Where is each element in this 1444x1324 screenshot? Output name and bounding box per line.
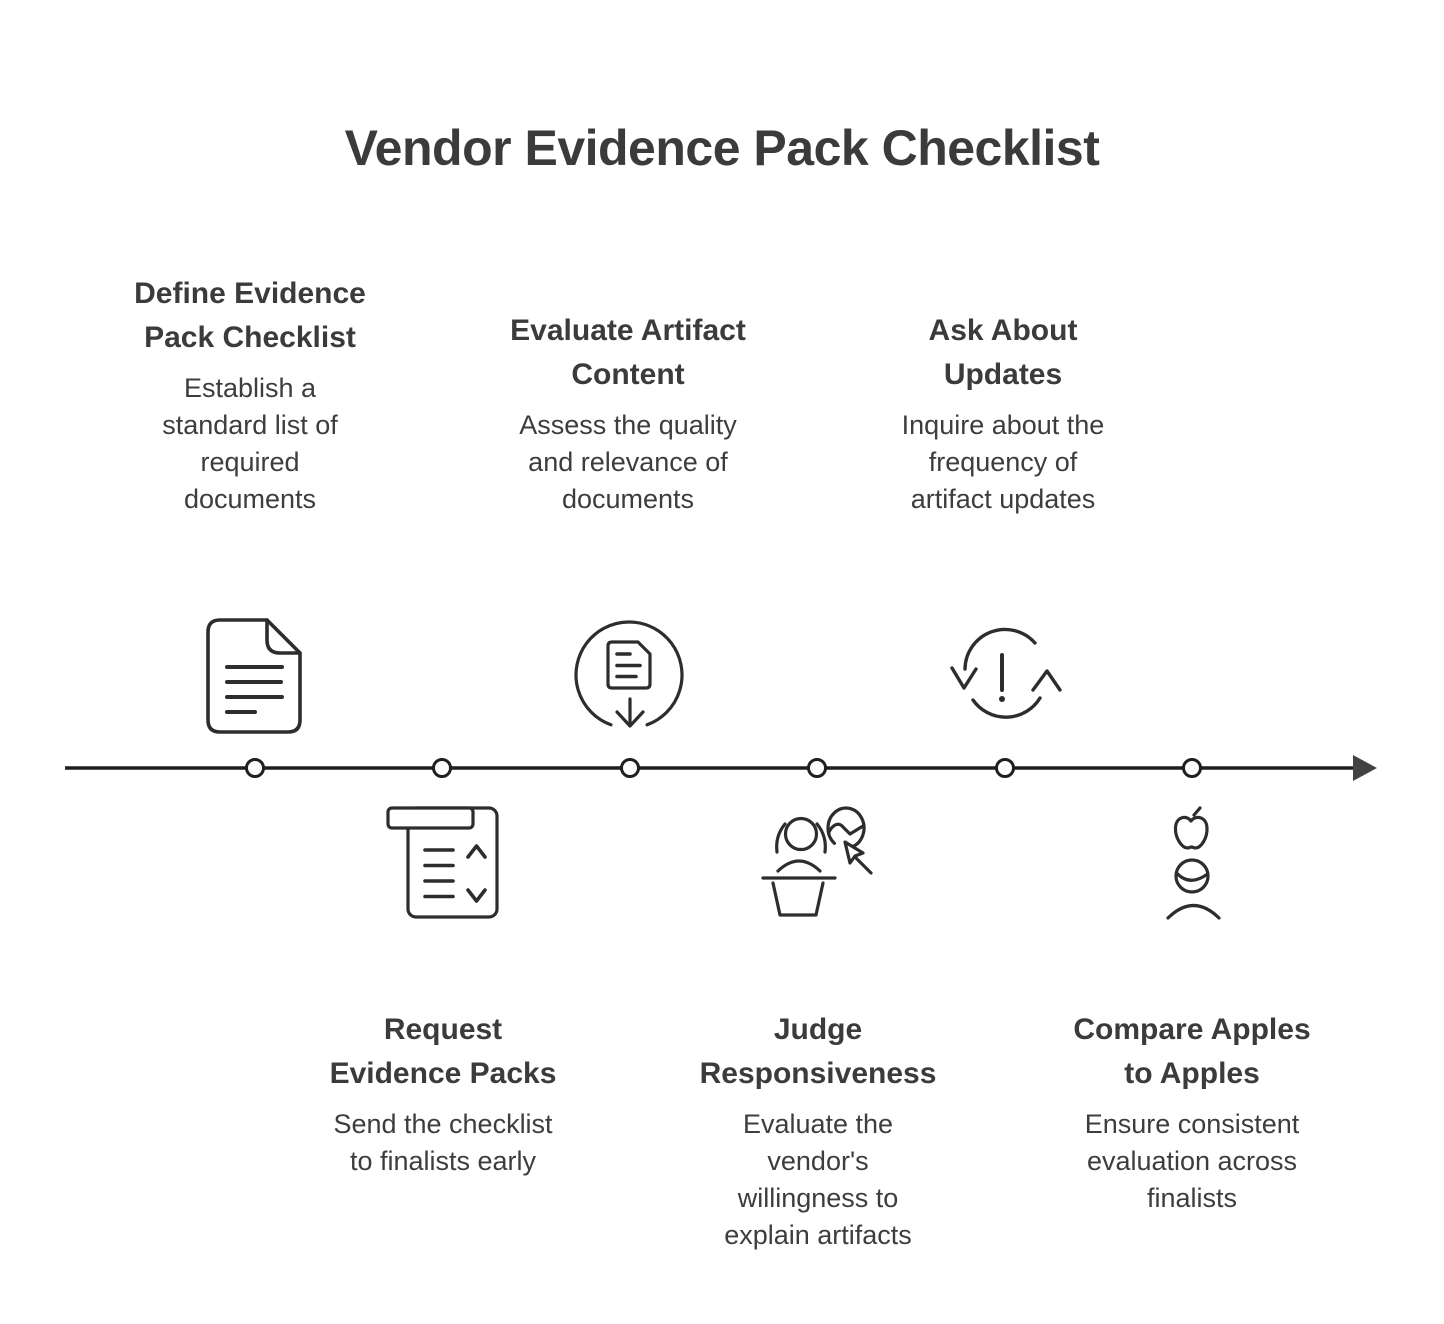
step-3-title: Evaluate Artifact Content [510, 314, 746, 391]
presenter-cursor-icon [761, 806, 873, 917]
step-6: Compare Apples to Apples Ensure consiste… [1027, 1008, 1357, 1217]
step-2-description: Send the checklist to finalists early [333, 1109, 553, 1176]
step-3-description: Assess the quality and relevance of docu… [519, 410, 737, 514]
step-1: Define Evidence Pack Checklist Establish… [85, 272, 415, 518]
timeline-node [432, 758, 452, 778]
timeline-node [1182, 758, 1202, 778]
checklist-icon [386, 806, 499, 919]
timeline-node [807, 758, 827, 778]
step-6-description: Ensure consistent evaluation across fina… [1084, 1109, 1300, 1213]
step-5-description: Inquire about the frequency of artifact … [901, 410, 1105, 514]
timeline-node [620, 758, 640, 778]
apples-compare-icon [1166, 806, 1221, 920]
step-5: Ask About Updates Inquire about the freq… [838, 309, 1168, 518]
document-icon [206, 618, 302, 734]
step-3: Evaluate Artifact Content Assess the qua… [463, 309, 793, 518]
page-title: Vendor Evidence Pack Checklist [344, 120, 1100, 176]
document-download-icon [574, 620, 684, 728]
sync-alert-icon [950, 627, 1062, 719]
timeline [65, 755, 1377, 781]
step-2: Request Evidence Packs Send the checklis… [278, 1008, 608, 1180]
step-4: Judge Responsiveness Evaluate the vendor… [653, 1008, 983, 1254]
step-1-description: Establish a standard list of required do… [162, 373, 338, 514]
step-2-title: Request Evidence Packs [329, 1013, 557, 1090]
timeline-arrowhead [1353, 755, 1377, 781]
timeline-node [995, 758, 1015, 778]
step-1-title: Define Evidence Pack Checklist [134, 277, 366, 354]
timeline-node [245, 758, 265, 778]
step-4-description: Evaluate the vendor's willingness to exp… [724, 1109, 912, 1250]
step-4-title: Judge Responsiveness [699, 1013, 937, 1090]
step-6-title: Compare Apples to Apples [1073, 1013, 1311, 1090]
step-5-title: Ask About Updates [928, 314, 1078, 391]
